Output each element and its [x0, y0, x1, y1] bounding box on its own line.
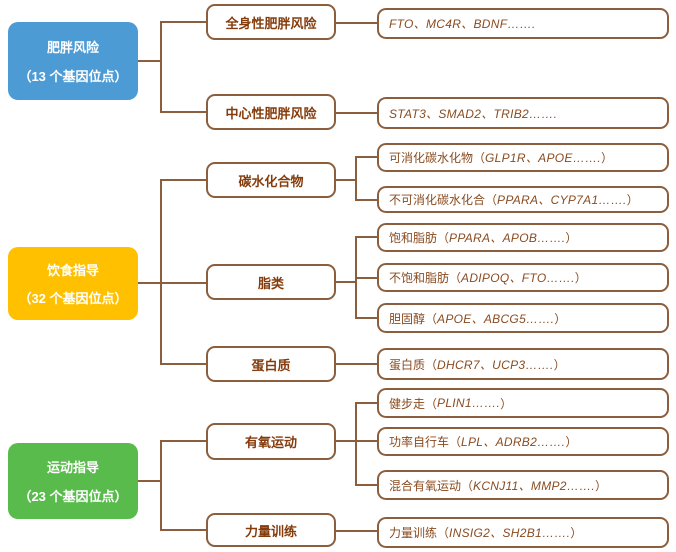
connector-line — [355, 156, 377, 158]
node-subtitle: （13 个基因位点） — [18, 69, 128, 85]
connector-line — [160, 529, 206, 531]
node-title: 肥胖风险 — [46, 39, 99, 55]
connector-line — [160, 363, 206, 365]
leaf-suffix: ） — [565, 435, 578, 449]
leaf-genes: FTO、MC4R、BDNF……. — [389, 17, 536, 31]
connector-line — [160, 21, 162, 113]
leaf-prefix: 饱和脂肪（ — [389, 231, 450, 245]
connector-line — [355, 156, 357, 201]
connector-line — [336, 22, 377, 24]
connector-line — [336, 179, 357, 181]
connector-line — [336, 440, 357, 442]
node-label: 有氧运动 — [244, 435, 297, 450]
connector-line — [355, 402, 357, 486]
leaf-prefix: 不可消化碳水化合（ — [389, 193, 498, 207]
connector-line — [355, 199, 377, 201]
leaf-genes: PPARA、APOB……. — [449, 231, 566, 245]
leaf-prefix: 可消化碳水化物（ — [389, 151, 486, 165]
node-label: 碳水化合物 — [238, 173, 304, 189]
leaf-mixed-aerobic: 混合有氧运动（ KCNJ11、MMP2……. ） — [377, 470, 669, 500]
node-label: 力量训练 — [244, 523, 297, 539]
connector-line — [355, 277, 377, 279]
leaf-prefix: 混合有氧运动（ — [389, 478, 474, 493]
leaf-brisk-walking: 健步走（ PLIN1……. ） — [377, 388, 669, 418]
connector-line — [355, 236, 377, 238]
leaf-suffix: ） — [574, 271, 587, 285]
node-diet-guidance: 饮食指导 （32 个基因位点） — [8, 247, 138, 320]
leaf-genes: LPL、ADRB2……. — [461, 435, 566, 449]
connector-line — [160, 440, 206, 442]
connector-line — [138, 60, 162, 62]
leaf-suffix: ） — [595, 478, 608, 493]
connector-line — [138, 480, 162, 482]
leaf-suffix: ） — [626, 193, 639, 207]
leaf-prefix: 力量训练（ — [389, 526, 450, 540]
connector-line — [160, 21, 206, 23]
node-lipids: 脂类 — [206, 264, 336, 300]
node-subtitle: （23 个基因位点） — [18, 489, 128, 504]
leaf-cholesterol: 胆固醇（ APOE、ABCG5……. ） — [377, 303, 669, 333]
leaf-power-cycling: 功率自行车（ LPL、ADRB2……. ） — [377, 427, 669, 456]
leaf-suffix: ） — [570, 526, 583, 540]
connector-line — [160, 179, 206, 181]
leaf-genes: INSIG2、SH2B1……. — [449, 526, 571, 540]
node-subtitle: （32 个基因位点） — [18, 291, 128, 306]
leaf-genes: STAT3、SMAD2、TRIB2……. — [389, 106, 558, 121]
leaf-prefix: 蛋白质（ — [389, 357, 438, 372]
node-label: 蛋白质 — [251, 357, 291, 373]
connector-line — [160, 440, 162, 531]
leaf-suffix: ） — [553, 357, 566, 372]
node-label: 脂类 — [257, 275, 284, 291]
leaf-prefix: 功率自行车（ — [389, 435, 462, 449]
leaf-genes: GLP1R、APOE……. — [485, 151, 601, 165]
node-label: 中心性肥胖风险 — [225, 105, 317, 121]
node-systemic-obesity-risk: 全身性肥胖风险 — [206, 4, 336, 40]
leaf-genes: ADIPOQ、FTO……. — [461, 271, 575, 285]
connector-line — [336, 530, 377, 532]
connector-line — [336, 112, 377, 114]
connector-line — [355, 317, 377, 319]
connector-line — [138, 282, 206, 284]
leaf-genes: PPARA、CYP7A1……. — [497, 193, 627, 207]
node-exercise-guidance: 运动指导 （23 个基因位点） — [8, 443, 138, 519]
leaf-prefix: 胆固醇（ — [389, 311, 438, 326]
node-aerobic-exercise: 有氧运动 — [206, 423, 336, 460]
connector-line — [355, 402, 377, 404]
node-carbohydrate: 碳水化合物 — [206, 162, 336, 198]
connector-line — [355, 484, 377, 486]
leaf-indigestible-carb: 不可消化碳水化合（ PPARA、CYP7A1……. ） — [377, 186, 669, 213]
node-title: 运动指导 — [46, 460, 99, 475]
node-central-obesity-risk: 中心性肥胖风险 — [206, 94, 336, 130]
leaf-protein-genes: 蛋白质（ DHCR7、UCP3……. ） — [377, 348, 669, 380]
leaf-genes: DHCR7、UCP3……. — [437, 357, 554, 372]
connector-line — [355, 440, 377, 442]
node-title: 饮食指导 — [46, 263, 99, 278]
connector-line — [160, 111, 206, 113]
leaf-prefix: 不饱和脂肪（ — [389, 271, 462, 285]
leaf-saturated-fat: 饱和脂肪（ PPARA、APOB……. ） — [377, 223, 669, 252]
node-protein: 蛋白质 — [206, 346, 336, 382]
node-label: 全身性肥胖风险 — [225, 15, 317, 31]
leaf-genes: KCNJ11、MMP2……. — [473, 478, 596, 493]
leaf-suffix: ） — [600, 151, 613, 165]
node-strength-training: 力量训练 — [206, 513, 336, 547]
leaf-central-genes: STAT3、SMAD2、TRIB2……. — [377, 97, 669, 129]
leaf-systemic-genes: FTO、MC4R、BDNF……. — [377, 8, 669, 39]
leaf-unsaturated-fat: 不饱和脂肪（ ADIPOQ、FTO……. ） — [377, 263, 669, 292]
connector-line — [336, 281, 357, 283]
connector-line — [160, 179, 162, 365]
leaf-digestible-carb: 可消化碳水化物（ GLP1R、APOE……. ） — [377, 143, 669, 172]
leaf-suffix: ） — [554, 311, 567, 326]
leaf-genes: APOE、ABCG5……. — [437, 311, 555, 326]
leaf-suffix: ） — [565, 231, 578, 245]
connector-line — [336, 363, 377, 365]
leaf-prefix: 健步走（ — [389, 396, 438, 411]
node-obesity-risk: 肥胖风险 （13 个基因位点） — [8, 22, 138, 100]
leaf-genes: PLIN1……. — [437, 396, 501, 410]
leaf-strength-genes: 力量训练（ INSIG2、SH2B1……. ） — [377, 517, 669, 548]
leaf-suffix: ） — [500, 396, 513, 411]
